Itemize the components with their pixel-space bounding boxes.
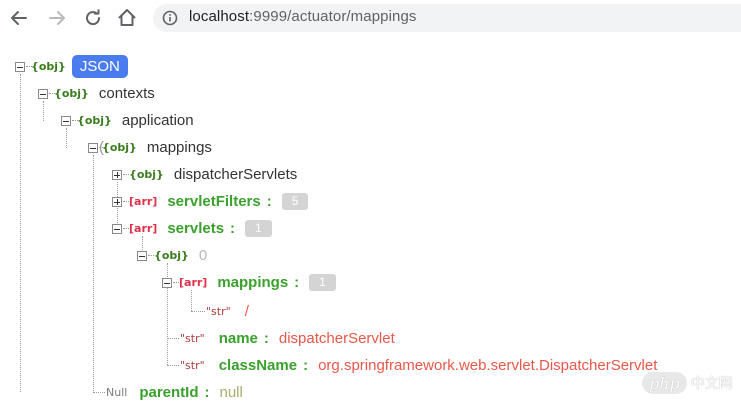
tree-branch xyxy=(99,147,105,148)
tree-leaf-name[interactable]: "str" name : dispatcherServlet xyxy=(180,328,395,348)
node-key: contexts xyxy=(98,84,155,102)
tree-node-item-0[interactable]: {obj} 0 xyxy=(154,245,207,265)
tree-leaf-mapping-value[interactable]: "str" / xyxy=(206,301,249,321)
tree-leaf-parentid[interactable]: Null parentId : null xyxy=(106,382,243,402)
null-value: null xyxy=(219,383,243,401)
browser-toolbar: localhost:9999/actuator/mappings xyxy=(0,0,741,36)
collapse-toggle-mappings[interactable] xyxy=(88,143,98,153)
selection-bracket: ( xyxy=(99,138,104,156)
arrow-right-icon xyxy=(49,11,65,25)
key-colon: : xyxy=(303,356,309,374)
info-icon[interactable] xyxy=(162,10,178,30)
type-tag: {obj} xyxy=(54,86,89,100)
key-colon: : xyxy=(294,273,300,291)
type-tag: {obj} xyxy=(77,113,112,127)
tree-guide-line xyxy=(66,128,67,148)
node-key: mappings xyxy=(217,273,289,291)
tree-guide-line xyxy=(93,155,94,391)
home-button[interactable] xyxy=(114,5,140,31)
key-colon: : xyxy=(204,383,210,401)
type-tag: [arr] xyxy=(129,221,158,235)
key-colon: : xyxy=(266,192,272,210)
type-tag: "str" xyxy=(206,304,231,318)
collapse-toggle-application[interactable] xyxy=(61,116,71,126)
string-value: dispatcherServlet xyxy=(278,329,395,347)
reload-icon xyxy=(86,9,101,26)
tree-branch xyxy=(148,255,154,256)
expand-toggle-servletfilters[interactable] xyxy=(112,197,122,207)
expand-toggle-dispatcherservlets[interactable] xyxy=(112,170,122,180)
json-tree-viewer: {obj} JSON {obj} contexts {obj} applicat… xyxy=(0,36,741,415)
item-count-badge: 1 xyxy=(309,273,336,291)
type-tag: {obj} xyxy=(31,59,66,73)
key-colon: : xyxy=(230,219,236,237)
type-tag: [arr] xyxy=(129,194,158,208)
tree-branch xyxy=(191,311,205,312)
tree-node-application[interactable]: {obj} application xyxy=(77,110,194,130)
url-text[interactable]: localhost:9999/actuator/mappings xyxy=(189,8,417,25)
tree-branch xyxy=(72,120,78,121)
watermark-text: 中文网 xyxy=(690,376,733,392)
tree-guide-line xyxy=(20,74,21,392)
reload-button[interactable] xyxy=(80,5,106,31)
tree-branch xyxy=(49,93,55,94)
string-value: org.springframework.web.servlet.Dispatch… xyxy=(318,356,658,374)
site-watermark: php 中文网 xyxy=(642,368,737,398)
type-tag: "str" xyxy=(180,358,205,372)
item-count-badge: 5 xyxy=(281,192,309,210)
type-tag: Null xyxy=(106,385,128,399)
type-tag: {obj} xyxy=(129,167,164,181)
key-colon: : xyxy=(263,329,269,347)
type-tag: [arr] xyxy=(179,275,208,289)
tree-branch xyxy=(123,201,129,202)
node-key: name xyxy=(218,329,258,347)
tree-node-dispatcherservlets[interactable]: {obj} dispatcherServlets xyxy=(129,164,297,184)
node-key: parentId xyxy=(139,383,199,401)
type-tag: {obj} xyxy=(102,140,137,154)
tree-node-root[interactable]: {obj} JSON xyxy=(31,54,128,78)
tree-node-contexts[interactable]: {obj} contexts xyxy=(54,83,155,103)
collapse-toggle-root[interactable] xyxy=(15,62,25,72)
tree-branch xyxy=(123,174,129,175)
node-key: servlets xyxy=(167,219,225,237)
item-count-badge: 1 xyxy=(245,219,272,237)
node-key: application xyxy=(121,111,194,129)
tree-branch xyxy=(167,365,179,366)
node-key: mappings xyxy=(146,138,212,156)
address-bar[interactable]: localhost:9999/actuator/mappings xyxy=(153,4,741,32)
tree-node-servletfilters[interactable]: [arr] servletFilters : 5 xyxy=(129,191,309,211)
forward-button[interactable] xyxy=(44,5,70,31)
home-icon xyxy=(118,9,136,26)
tree-branch xyxy=(123,228,129,229)
tree-branch xyxy=(26,66,32,67)
tree-branch xyxy=(167,338,179,339)
string-value: / xyxy=(244,302,249,320)
root-label[interactable]: JSON xyxy=(71,54,128,78)
watermark-logo: php xyxy=(642,372,687,394)
tree-node-mappings[interactable]: ( {obj} mappings xyxy=(99,137,212,157)
tree-branch xyxy=(173,282,179,283)
collapse-toggle-contexts[interactable] xyxy=(38,89,48,99)
node-key: servletFilters xyxy=(167,192,261,210)
tree-guide-line xyxy=(142,236,143,256)
arrow-left-icon xyxy=(11,11,27,25)
collapse-toggle-servlets[interactable] xyxy=(112,224,122,234)
node-key: className xyxy=(218,356,298,374)
tree-guide-line xyxy=(191,290,192,311)
tree-branch xyxy=(93,392,105,393)
tree-node-servlets[interactable]: [arr] servlets : 1 xyxy=(129,218,272,238)
array-index: 0 xyxy=(198,246,208,264)
tree-guide-line xyxy=(167,263,168,365)
url-path: :9999/actuator/mappings xyxy=(249,8,417,25)
back-button[interactable] xyxy=(6,5,32,31)
node-key: dispatcherServlets xyxy=(173,165,298,183)
type-tag: "str" xyxy=(180,331,205,345)
tree-guide-line xyxy=(43,101,44,121)
url-host: localhost xyxy=(189,8,250,25)
collapse-toggle-item-mappings[interactable] xyxy=(162,278,172,288)
tree-leaf-classname[interactable]: "str" className : org.springframework.we… xyxy=(180,355,657,375)
collapse-toggle-item-0[interactable] xyxy=(137,251,147,261)
tree-node-item-mappings[interactable]: [arr] mappings : 1 xyxy=(179,272,336,292)
type-tag: {obj} xyxy=(154,248,189,262)
